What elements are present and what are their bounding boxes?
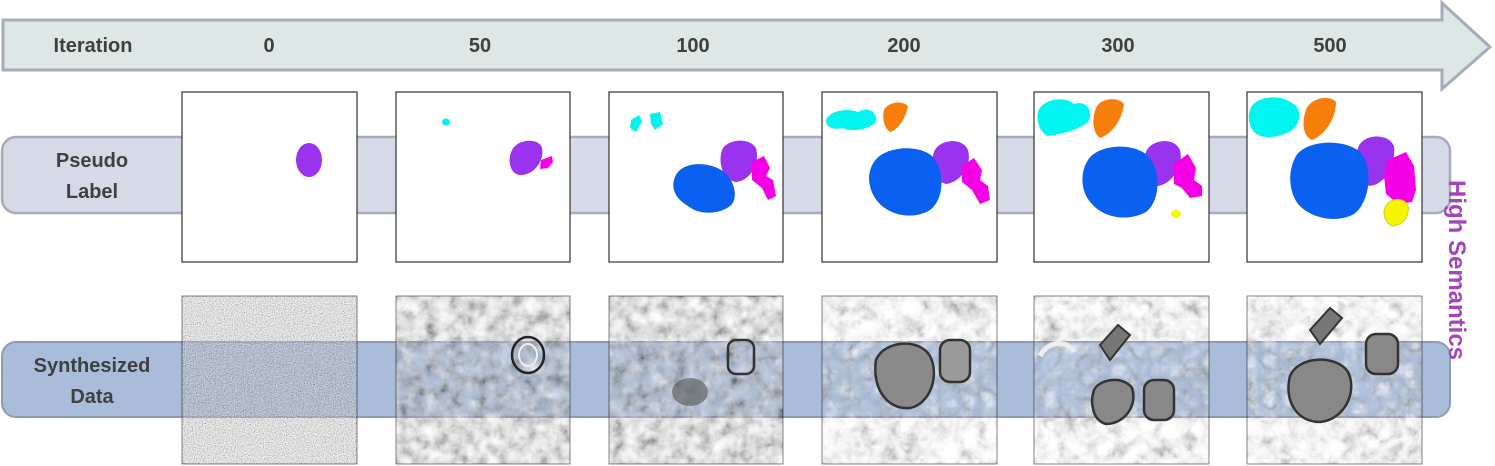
iteration-value-500: 500	[1313, 35, 1346, 57]
organ-texture	[1364, 332, 1400, 376]
organ-texture	[726, 338, 756, 376]
magenta-segment	[752, 156, 776, 200]
cyan-segment	[442, 118, 450, 126]
synthesized-data-panels	[181, 295, 1423, 465]
iteration-arrow	[1, 0, 1493, 93]
synthesized-data-title-line2: Data	[70, 386, 114, 408]
synth-panel-iter-300	[1034, 296, 1209, 464]
iteration-value-100: 100	[676, 35, 709, 57]
organ-texture	[510, 335, 546, 375]
organ-texture	[1287, 358, 1353, 424]
synth-panel-iter-0	[182, 296, 357, 464]
magenta-segment	[540, 156, 553, 169]
organ-texture	[518, 343, 538, 367]
organ-texture	[1308, 306, 1344, 346]
iteration-value-50: 50	[469, 35, 491, 57]
magenta-segment	[1174, 154, 1202, 198]
purple-segment	[509, 140, 543, 176]
blue-segment	[869, 148, 942, 216]
pseudo-label-title-line2: Label	[66, 181, 118, 203]
orange-segment	[1093, 99, 1124, 138]
synth-panel-iter-100	[609, 296, 783, 464]
cyan-segment	[1248, 97, 1300, 138]
mask-panel-iter-300	[1033, 91, 1210, 263]
organ-texture	[1098, 323, 1132, 362]
purple-segment	[296, 143, 322, 177]
orange-segment	[1303, 97, 1336, 140]
iteration-value-0: 0	[263, 35, 274, 57]
pseudo-label-panels	[181, 91, 1423, 263]
organ-texture	[874, 342, 936, 410]
magenta-segment	[1384, 152, 1416, 204]
blue-segment	[673, 164, 735, 213]
cyan-segment	[630, 115, 642, 132]
organ-texture	[1249, 314, 1295, 336]
yellow-segment	[1383, 198, 1409, 227]
organ-texture	[1142, 378, 1176, 422]
iteration-label: Iteration	[54, 35, 133, 57]
mask-panel-iter-500	[1246, 91, 1423, 263]
organ-texture	[1090, 378, 1135, 426]
synthesized-data-title-line1: Synthesized	[34, 355, 151, 377]
synth-panel-iter-50	[396, 296, 570, 464]
blue-segment	[1290, 142, 1369, 219]
blue-segment	[1082, 146, 1158, 218]
orange-segment	[883, 102, 908, 132]
mask-panel-iter-50	[395, 91, 571, 263]
organ-texture	[672, 378, 708, 406]
mask-panel-iter-200	[821, 91, 998, 263]
purple-segment	[932, 141, 969, 184]
high-semantics-label: High Semantics	[1443, 180, 1470, 360]
organ-texture	[938, 338, 972, 384]
iteration-value-200: 200	[887, 35, 920, 57]
mask-panel-iter-0	[181, 91, 358, 263]
iteration-values: 0 50 100 200 300 500	[263, 35, 1346, 57]
cyan-segment	[1037, 99, 1091, 136]
synth-panel-iter-200	[822, 296, 997, 464]
magenta-segment	[962, 158, 990, 204]
yellow-segment	[1171, 210, 1181, 218]
cyan-segment	[650, 112, 663, 130]
cyan-segment	[826, 109, 877, 130]
pseudo-label-title-line1: Pseudo	[56, 150, 128, 172]
iteration-value-300: 300	[1101, 35, 1134, 57]
mask-panel-iter-100	[608, 91, 784, 263]
organ-texture	[1037, 341, 1077, 358]
purple-segment	[720, 140, 758, 182]
synth-panel-iter-500	[1247, 296, 1422, 464]
